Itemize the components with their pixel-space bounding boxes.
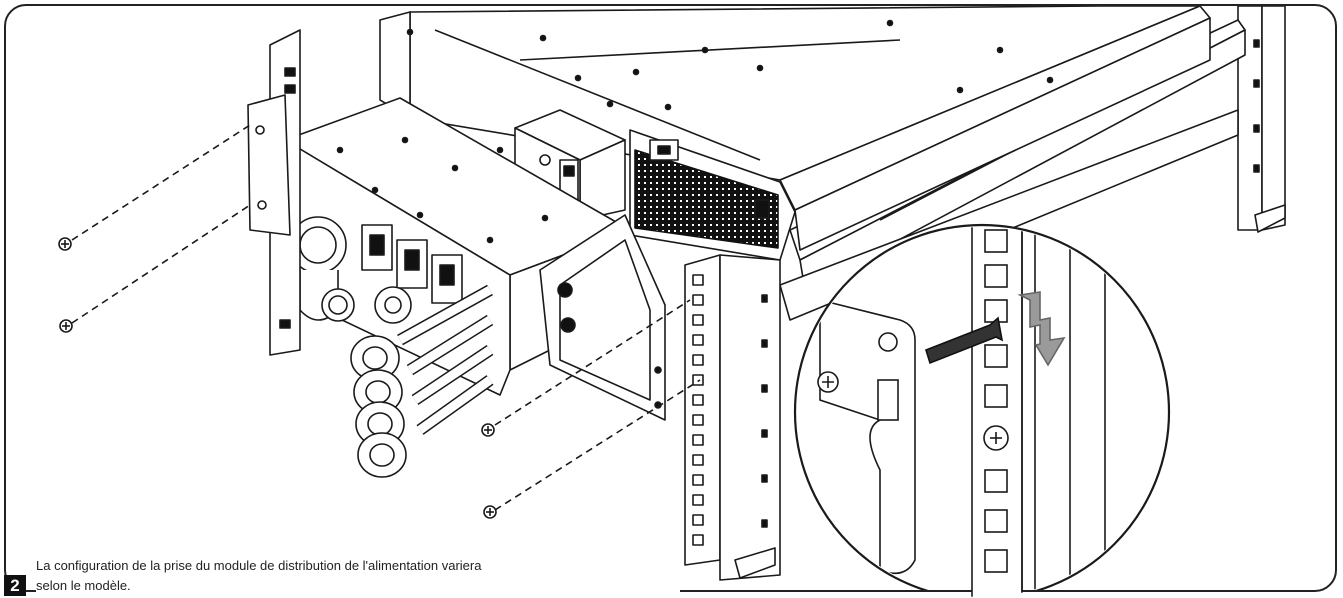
rear-rack-post [1237, 6, 1286, 233]
ups-rear-panel [629, 129, 796, 261]
front-rack-post [684, 254, 781, 581]
screw-icon [59, 319, 73, 333]
screw-icon [483, 505, 497, 519]
pdu-breakers [361, 224, 463, 304]
left-mounting-bracket [247, 29, 301, 356]
slide-arrow-icon [1017, 291, 1066, 367]
push-arrow-icon [925, 316, 1004, 365]
detail-rack-post [971, 227, 1106, 597]
pdu-input-connector [289, 216, 355, 322]
right-mounting-bracket [539, 214, 666, 421]
step-number-badge: 2 [4, 575, 26, 596]
screw-icon [817, 371, 839, 393]
caption-line-2: selon le modèle. [36, 578, 131, 593]
screw-icon [58, 237, 72, 251]
caption-text: La configuration de la prise du module d… [36, 556, 680, 596]
detail-bracket-plate [819, 298, 916, 575]
pdu-receptacles [350, 284, 494, 478]
caption-line-1: La configuration de la prise du module d… [36, 558, 482, 573]
screw-icon [481, 423, 495, 437]
